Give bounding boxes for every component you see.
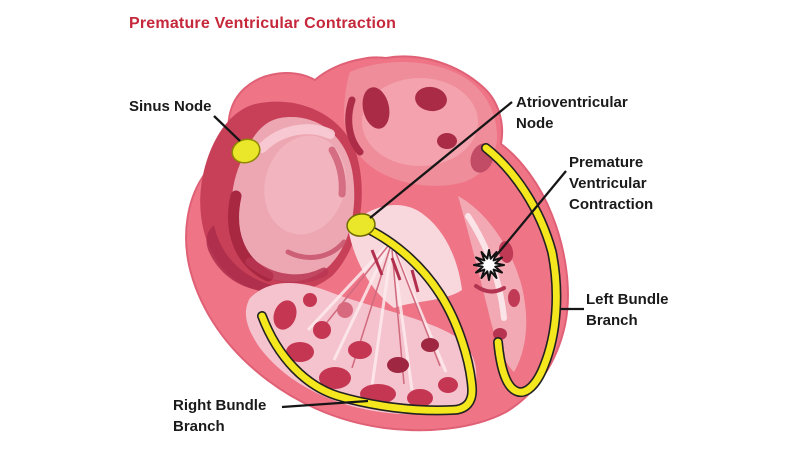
septal-streaks (370, 249, 420, 293)
right-bundle-branch (258, 222, 476, 414)
label-right-bundle-line2: Branch (173, 418, 225, 435)
pvc-leader-line (494, 170, 567, 258)
av-node-leader-line (369, 101, 513, 219)
label-sinus-node: Sinus Node (129, 96, 212, 117)
pulmonary-vein-openings (345, 86, 494, 173)
label-left-bundle-line1: Left Bundle (586, 291, 669, 308)
label-av-node-line1: Atrioventricular (516, 94, 628, 111)
sinus-node-marker (231, 138, 261, 164)
av-node-marker (346, 213, 376, 237)
label-right-bundle-branch: Right Bundle Branch (173, 395, 266, 437)
conduction-system (257, 143, 562, 416)
label-atrioventricular-node: Atrioventricular Node (516, 92, 628, 134)
leader-lines (213, 101, 584, 409)
left-bundle-branch (482, 144, 560, 396)
right-bundle-leader-line (281, 399, 369, 409)
label-av-node-line2: Node (516, 115, 554, 132)
label-pvc-line2: Ventricular (569, 175, 647, 192)
pvc-starburst-icon (473, 249, 505, 281)
label-right-bundle-line1: Right Bundle (173, 397, 267, 414)
right-atrium (200, 101, 362, 294)
page-title: Premature Ventricular Contraction (129, 15, 397, 32)
label-left-bundle-line2: Branch (586, 312, 638, 329)
label-left-bundle-branch: Left Bundle Branch (586, 289, 669, 331)
left-atrium (343, 61, 498, 186)
label-pvc-line3: Contraction (569, 196, 654, 213)
label-sinus-node-line: Sinus Node (129, 98, 212, 115)
label-pvc-line1: Premature (569, 154, 644, 171)
sinus-node-leader-line (213, 115, 241, 142)
label-premature-ventricular-contraction: Premature Ventricular Contraction (569, 152, 653, 215)
